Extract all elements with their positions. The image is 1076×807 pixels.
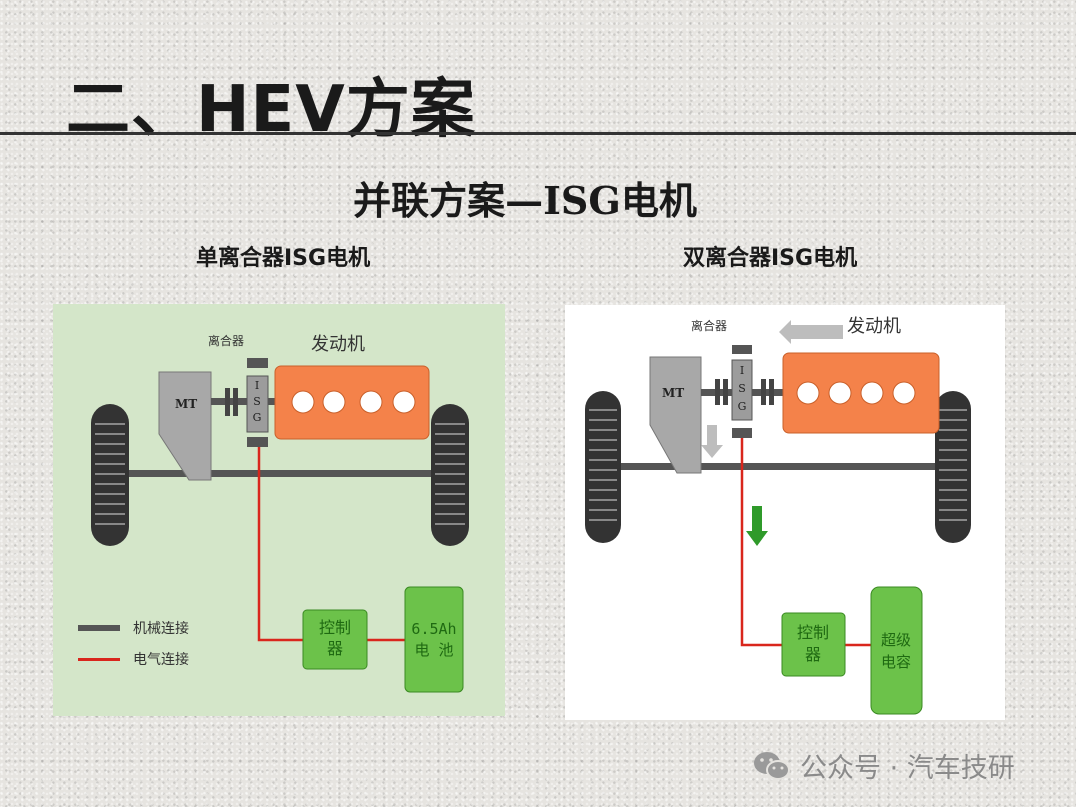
cylinder-2 — [828, 381, 852, 405]
wire-isg-controller — [740, 438, 782, 647]
clutch-label: 离合器 — [208, 333, 244, 348]
right-wheel — [431, 404, 469, 546]
wire-isg-controller — [257, 447, 303, 642]
clutch1-plate-b — [723, 379, 728, 405]
drive-shaft — [211, 398, 277, 405]
clutch-plate-a — [225, 388, 230, 416]
isg-letter-i: I — [740, 364, 744, 377]
left-panel-heading: 单离合器ISG电机 — [196, 246, 371, 271]
double-clutch-diagram: MT 离合器 I S G 发动机 控制 器 超级 电容 — [565, 305, 1005, 720]
left-wheel — [91, 404, 129, 546]
cylinder-1 — [796, 381, 820, 405]
clutch2-plate-a — [761, 379, 766, 405]
clutch-plate-b — [233, 388, 238, 416]
right-wheel — [935, 391, 971, 543]
cylinder-1 — [291, 390, 315, 414]
watermark: 公众号 · 汽车技研 — [752, 746, 1015, 785]
legend-elec-swatch — [78, 658, 120, 661]
isg-cap-top — [732, 345, 752, 354]
cylinder-2 — [322, 390, 346, 414]
cylinder-4 — [892, 381, 916, 405]
single-clutch-svg: MT 离合器 I S G 发动机 控制 器 6.5Ah 电 池 机械连接 — [78, 333, 469, 693]
engine-label: 发动机 — [311, 334, 365, 355]
controller-label-line1: 控制 — [319, 618, 351, 637]
battery-label: 电 池 — [414, 641, 453, 659]
clutch2-plate-b — [769, 379, 774, 405]
rear-axle — [113, 470, 443, 477]
isg-letter-g: G — [253, 411, 262, 424]
isg-letter-i: I — [255, 379, 259, 392]
mt-label: MT — [662, 386, 684, 400]
slide-title: 二、HEV方案 — [66, 73, 476, 147]
gray-down-arrow — [701, 425, 723, 458]
isg-cap-top — [247, 358, 268, 368]
clutch-label: 离合器 — [691, 318, 727, 333]
supercap-label-line1: 超级 — [881, 631, 911, 649]
mt-gearbox — [158, 371, 212, 481]
isg-cap-bottom — [732, 428, 752, 438]
watermark-text: 公众号 · 汽车技研 — [800, 753, 1015, 784]
left-wheel — [585, 391, 621, 543]
rear-axle — [615, 463, 945, 470]
isg-cap-bottom — [247, 437, 268, 447]
controller-label-line1: 控制 — [797, 623, 829, 642]
supercap-label-line2: 电容 — [881, 653, 911, 671]
wechat-icon — [752, 749, 792, 783]
mt-gearbox — [649, 356, 702, 474]
mt-label: MT — [175, 397, 197, 411]
battery-capacity: 6.5Ah — [411, 620, 456, 638]
supercapacitor-box — [870, 586, 923, 715]
isg-letter-s: S — [738, 382, 746, 395]
legend-mech-label: 机械连接 — [133, 620, 189, 637]
engine-direction-arrow — [779, 320, 843, 344]
isg-motor — [731, 359, 753, 421]
isg-letter-s: S — [253, 395, 261, 408]
cylinder-4 — [392, 390, 416, 414]
clutch1-plate-a — [715, 379, 720, 405]
single-clutch-diagram: MT 离合器 I S G 发动机 控制 器 6.5Ah 电 池 机械连接 — [53, 304, 505, 716]
slide-subtitle: 并联方案—ISG电机 — [353, 178, 697, 223]
controller-label-line2: 器 — [805, 645, 821, 664]
isg-letter-g: G — [738, 400, 747, 413]
title-divider — [0, 132, 1076, 135]
legend-mech-swatch — [78, 625, 120, 631]
right-panel-heading: 双离合器ISG电机 — [683, 246, 858, 271]
controller-box — [302, 609, 368, 670]
battery-box — [404, 586, 464, 693]
controller-label-line2: 器 — [327, 639, 343, 658]
controller-box — [781, 612, 846, 677]
green-down-arrow — [746, 506, 768, 546]
engine-block — [274, 365, 430, 440]
isg-motor — [246, 375, 269, 433]
legend-elec-label: 电气连接 — [133, 651, 189, 668]
engine-label: 发动机 — [847, 316, 901, 337]
cylinder-3 — [359, 390, 383, 414]
double-clutch-svg: MT 离合器 I S G 发动机 控制 器 超级 电容 — [585, 316, 971, 715]
cylinder-3 — [860, 381, 884, 405]
